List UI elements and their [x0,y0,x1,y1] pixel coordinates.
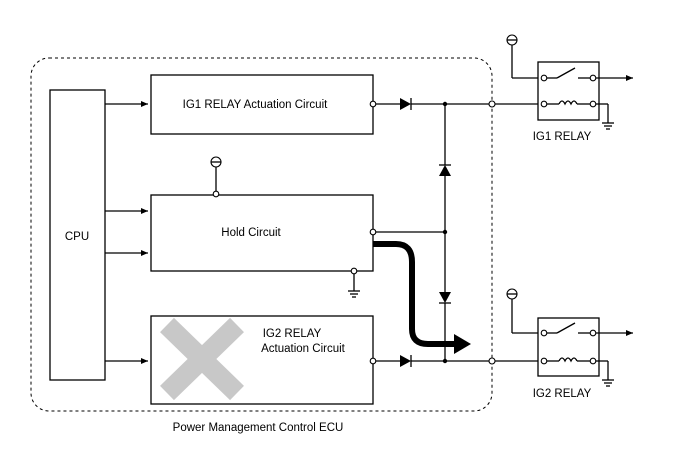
current-path-arrow [373,241,471,354]
ig1-relay [506,34,633,130]
cpu-block [49,89,106,381]
ig2-actuation-label-line1: IG2 RELAY [263,328,322,340]
ig1-actuation-label: IG1 RELAY Actuation Circuit [183,99,328,111]
hold-bus-diodes [439,104,451,361]
hold-output-line [369,228,448,236]
ig2-actuation-circuit [150,315,374,405]
ig2-actuation-label-line2: Actuation Circuit [261,343,346,355]
cpu-label: CPU [65,231,89,243]
hold-circuit-label: Hold Circuit [221,227,281,239]
ecu-label: Power Management Control ECU [173,422,344,434]
ecu-boundary [30,57,493,412]
hold-power-supply-icon [210,156,222,198]
ig2-relay [506,288,633,387]
ig2-output-line [369,355,538,367]
ig2-relay-label: IG2 RELAY [533,388,592,400]
ig1-output-line [369,98,538,110]
failure-cross-icon [160,317,244,401]
ig1-relay-label: IG1 RELAY [533,131,592,143]
hold-circuit [150,194,374,272]
hold-ground-icon [348,267,360,298]
ig1-actuation-circuit [150,74,374,135]
